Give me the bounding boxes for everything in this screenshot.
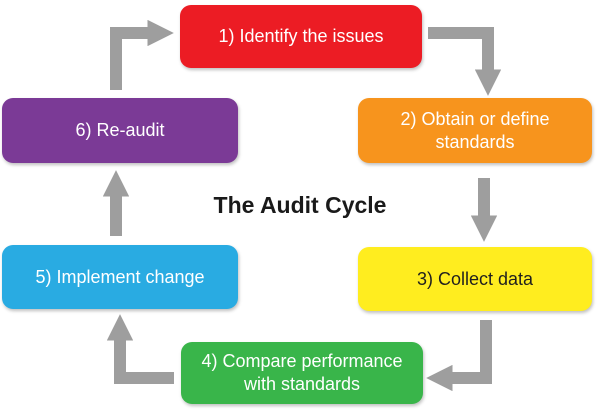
step-obtain-standards: 2) Obtain or define standards [358,98,592,163]
step-label: 2) Obtain or define standards [400,108,550,152]
step-identify-issues: 1) Identify the issues [180,5,422,68]
step-label: 4) Compare performance with standards [201,351,403,394]
step-collect-data: 3) Collect data [358,247,592,311]
step-label: 3) Collect data [416,268,534,289]
step-implement-change: 5) Implement change [2,245,238,309]
arrow-4-to-5 [106,314,174,384]
step-label: 6) Re-audit [75,120,165,140]
step-label: 1) Identify the issues [218,26,384,46]
arrow-1-to-2 [428,27,502,96]
step-compare-performance: 4) Compare performance with standards [181,342,423,404]
arrow-3-to-4 [426,320,492,392]
step-label: 5) Implement change [35,266,205,287]
arrow-6-to-1 [110,19,174,90]
diagram-title: The Audit Cycle [213,192,387,218]
step-re-audit: 6) Re-audit [2,98,238,163]
